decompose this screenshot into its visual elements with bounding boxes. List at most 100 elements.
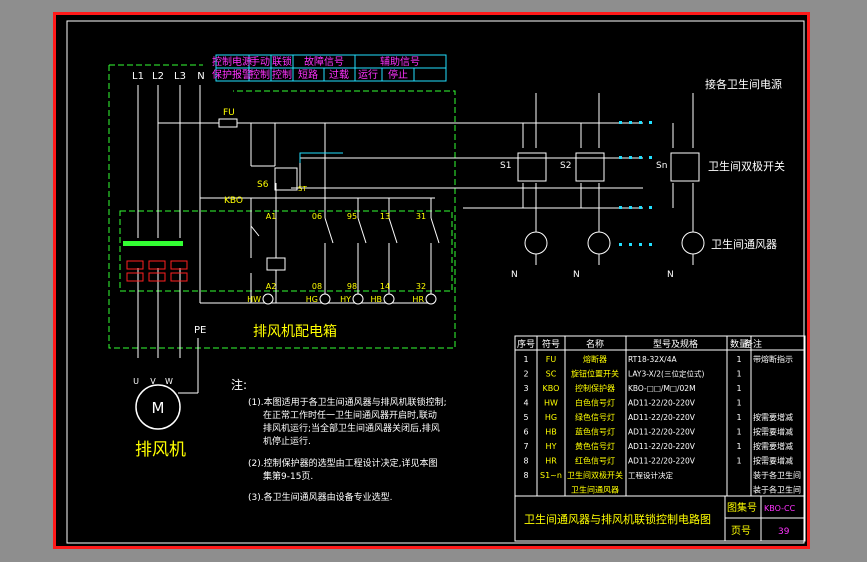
page-value: 39: [778, 527, 790, 537]
bom-cell-8-3: 工程设计决定: [628, 470, 673, 480]
bom-cell-4-2: 绿色信号灯: [575, 412, 615, 422]
bom-cell-3-4: 1: [736, 399, 741, 408]
drawing-title: 卫生间通风器与排风机联锁控制电路图: [524, 512, 711, 526]
kbo-label: KBO: [224, 196, 243, 206]
switch-s2: S2: [560, 161, 571, 171]
bom-cell-2-0: 3: [523, 384, 528, 393]
drawing-sheet: 控制电源 手动 联锁 故障信号 辅助信号 保护报警 控制 控制 短路 过载 运行…: [53, 12, 810, 549]
motor-label: 排风机: [135, 440, 186, 460]
contact-13: 13: [380, 212, 390, 221]
bom-cell-0-3: RT18-32X/4A: [628, 355, 677, 364]
lamp-hy: HY: [340, 295, 351, 304]
contact-31: 31: [416, 212, 426, 221]
contact-32: 32: [416, 282, 426, 291]
bom-cell-0-5: 带熔断指示: [753, 354, 793, 364]
bom-cell-6-0: 7: [523, 442, 528, 451]
contact-08: 08: [312, 282, 322, 291]
right-top-note: 接各卫生间电源: [705, 77, 782, 91]
bom-cell-3-3: AD11-22/20-220V: [628, 399, 696, 408]
n-label-n: N: [667, 270, 674, 280]
page-label: 页号: [731, 525, 751, 537]
note-line-6: 集第9-15页.: [263, 470, 313, 482]
schematic-drawing: 控制电源 手动 联锁 故障信号 辅助信号 保护报警 控制 控制 短路 过载 运行…: [66, 20, 806, 544]
phase-l1: L1: [132, 71, 144, 82]
bom-cell-4-1: HG: [545, 413, 557, 422]
bom-header-4: 数量: [730, 338, 748, 350]
bom-cell-3-1: HW: [544, 399, 558, 408]
bom-cell-1-4: 1: [736, 370, 741, 379]
contact-a1: A1: [266, 212, 277, 221]
room-fans: [524, 231, 705, 255]
n-label-2: N: [573, 270, 580, 280]
signal-header-table: [215, 54, 447, 82]
phase-n: N: [197, 71, 204, 82]
hdr-r1-c2: 手动: [250, 55, 270, 68]
bom-cell-7-5: 按需要增减: [753, 456, 793, 466]
bom-cell-6-3: AD11-22/20-220V: [628, 442, 696, 451]
fan-label: 卫生间通风器: [711, 237, 777, 251]
contact-14: 14: [380, 282, 390, 291]
note-line-2: 在正常工作时任一卫生间通风器开启时,联动: [263, 409, 437, 421]
bom-cell-8-1: S1~n: [540, 471, 562, 480]
terminal-tag: ST: [298, 185, 307, 193]
contact-95: 95: [347, 212, 357, 221]
bom-header-5: 备注: [744, 338, 762, 350]
bom-cell-4-5: 按需要增减: [753, 412, 793, 422]
bom-cell-6-5: 按需要增减: [753, 441, 793, 451]
breaker-block: [123, 241, 188, 282]
bom-cell-6-2: 黄色信号灯: [575, 441, 615, 451]
hdr-r2-c4: 短路: [298, 68, 318, 81]
box-label: 排风机配电箱: [253, 324, 337, 340]
bom-cell-2-3: KBO-□□/M□/02M: [628, 384, 696, 393]
bom-cell-1-0: 2: [523, 370, 528, 379]
phase-l2: L2: [152, 71, 164, 82]
bom-cell-3-0: 4: [523, 399, 528, 408]
bom-cell-4-4: 1: [736, 413, 741, 422]
hdr-r2-c5: 过载: [329, 68, 349, 81]
bom-cell-9-2: 卫生间通风器: [571, 485, 619, 495]
bom-cell-1-3: LAY3-X/2(三位定位式): [628, 369, 704, 379]
bom-cell-5-2: 蓝色信号灯: [575, 427, 615, 437]
bom-cell-2-2: 控制保护器: [575, 383, 615, 393]
n-label-1: N: [511, 270, 518, 280]
atlas-value: KBO-CC: [764, 504, 796, 513]
bom-cell-0-0: 1: [523, 355, 528, 364]
bom-cell-5-1: HB: [545, 428, 557, 437]
bom-cell-2-1: KBO: [543, 384, 560, 393]
contact-06: 06: [312, 212, 322, 221]
motor-m: M: [152, 399, 165, 417]
note-line-5: (2).控制保护器的选型由工程设计决定,详见本图: [248, 457, 437, 469]
hdr-r1-c3: 联锁: [272, 55, 292, 68]
hdr-r1-c1: 控制电源: [212, 55, 252, 68]
bom-cell-7-1: HR: [545, 457, 557, 466]
bom-cell-8-2: 卫生间双极开关: [567, 470, 623, 480]
pe-label: PE: [194, 325, 206, 336]
bom-cell-7-3: AD11-22/20-220V: [628, 457, 696, 466]
hdr-r1-c4: 故障信号: [304, 55, 344, 68]
bom-header-2: 名称: [586, 338, 604, 350]
bom-header-0: 序号: [517, 338, 535, 350]
hdr-r2-c3: 控制: [272, 68, 292, 81]
phase-l3: L3: [174, 71, 186, 82]
bom-cell-0-4: 1: [736, 355, 741, 364]
bom-cell-5-4: 1: [736, 428, 741, 437]
bom-header-1: 符号: [542, 338, 560, 350]
note-line-4: 机停止运行.: [263, 435, 311, 447]
bom-cell-0-2: 熔断器: [583, 354, 607, 364]
bom-cell-1-1: SC: [546, 370, 557, 379]
terminal-s6-label: S6: [257, 180, 269, 190]
hdr-r1-c6: 辅助信号: [380, 55, 420, 68]
hdr-r2-c6: 运行: [358, 68, 378, 81]
bom-cell-2-4: 1: [736, 384, 741, 393]
power-wiring: [137, 85, 694, 394]
motor-u: U: [133, 377, 139, 386]
fuse-label: FU: [223, 108, 235, 118]
room-switches: [517, 152, 700, 182]
bom-cell-9-5: 装于各卫生间: [753, 485, 801, 495]
hdr-r2-c7: 停止: [388, 68, 408, 81]
bom-cell-8-5: 装于各卫生间: [753, 470, 801, 480]
bom-header-3: 型号及规格: [653, 338, 698, 350]
bom-cell-5-0: 6: [523, 428, 528, 437]
motor-symbol: [135, 384, 181, 430]
switch-label: 卫生间双极开关: [708, 159, 785, 173]
